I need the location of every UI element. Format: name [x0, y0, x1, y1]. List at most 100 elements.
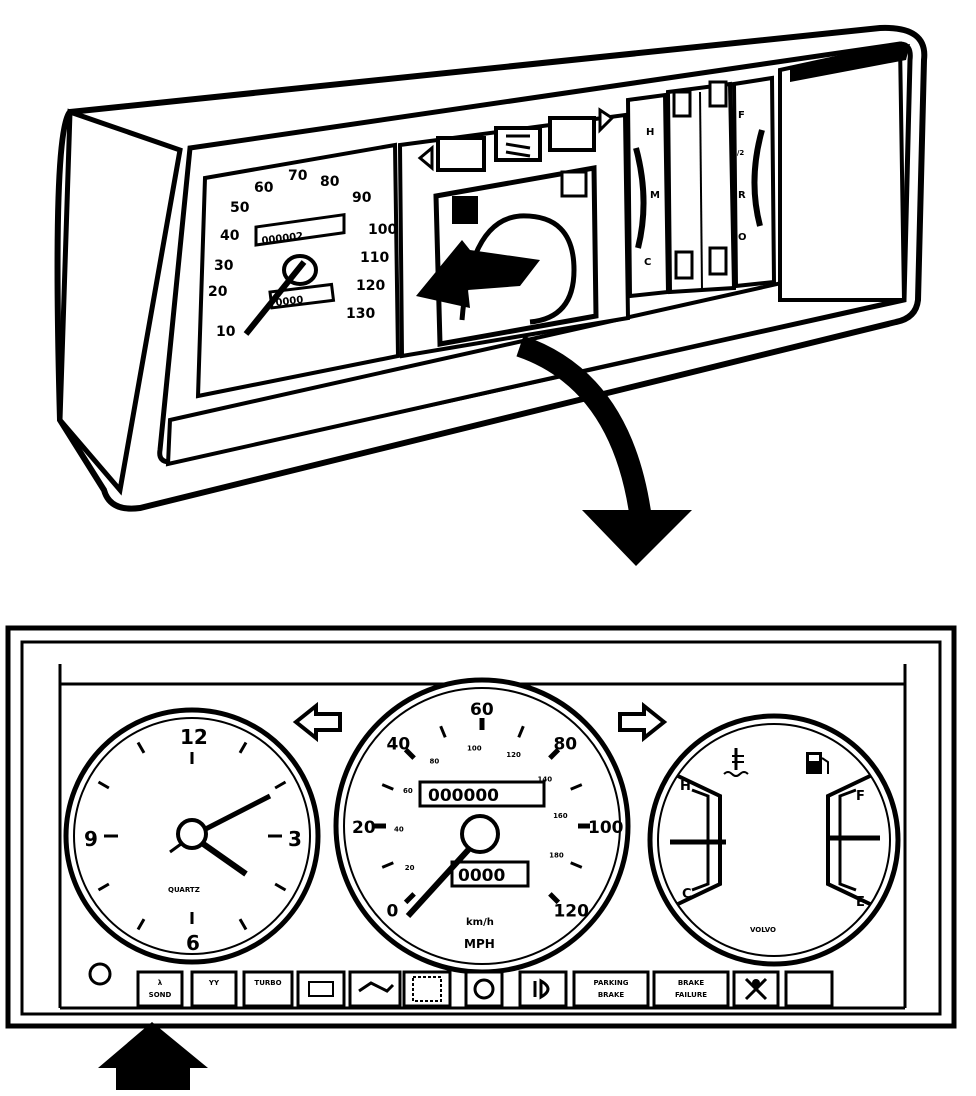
- trip-digits: 0000: [458, 866, 505, 886]
- speedometer-tick: [381, 861, 394, 869]
- speedometer-kmh-label-40: 40: [394, 826, 404, 834]
- top-fuel-label-half: 1/2: [732, 149, 744, 157]
- top-left-arrow-icon: [417, 144, 434, 172]
- clock-gauge: 12 3 6 9 QUARTZ: [63, 707, 321, 965]
- top-temp-label-m: M: [650, 190, 660, 201]
- turbo-icon: [242, 970, 294, 1008]
- right-turn-arrow-icon: [618, 701, 668, 743]
- combo-temp-label-c: C: [682, 887, 692, 902]
- warning-lamp-circle-warning: [464, 970, 504, 1008]
- trip-window: [450, 860, 530, 888]
- clock-numeral-12: 12: [180, 725, 208, 749]
- clock-tick: [238, 918, 248, 931]
- curved-arrow: [516, 335, 692, 566]
- clock-tick: [97, 882, 110, 892]
- top-right-arrow-icon: [598, 107, 615, 134]
- top-odometer-digits: 000002: [261, 231, 304, 247]
- left-turn-arrow-icon: [292, 701, 342, 743]
- top-speedometer-label-30: 30: [214, 258, 234, 274]
- clock-tick: [97, 780, 110, 790]
- warning-lamp-battery: [296, 970, 346, 1008]
- warning-lamp-seatbelt: [732, 970, 780, 1008]
- top-speedometer-needle: [243, 260, 307, 336]
- brake-failure-icon: [652, 970, 730, 1008]
- speedometer-kmh-label-120: 120: [506, 751, 521, 759]
- top-gauge-dial: [459, 213, 577, 325]
- speedometer-hub: [460, 814, 500, 854]
- top-fuel-label-r: R: [738, 190, 746, 201]
- top-odometer-window: [254, 212, 346, 247]
- trip-reset-knob[interactable]: [88, 962, 112, 986]
- clock-numeral-6: 6: [186, 931, 200, 955]
- combo-fuel-label-f: F: [856, 789, 865, 804]
- top-trip-digits: 0000: [275, 295, 304, 309]
- odometer-window: [418, 780, 546, 808]
- housing-left-side: [57, 108, 183, 496]
- combo-face: [657, 723, 891, 957]
- combo-brand: VOLVO: [750, 926, 776, 934]
- top-speedometer-label-70: 70: [288, 168, 308, 184]
- top-temp-arc: [633, 147, 647, 249]
- clock-brand: QUARTZ: [168, 886, 200, 894]
- clock-numeral-3: 3: [288, 827, 302, 851]
- warning-lamp-label: BRAKE: [678, 979, 705, 987]
- warning-lamp-label: FAILURE: [675, 991, 707, 999]
- clock-tick: [238, 741, 248, 754]
- hood-shadow: [790, 44, 910, 82]
- speedometer-kmh-label-160: 160: [553, 812, 568, 820]
- top-lamp-right: [548, 116, 596, 152]
- speedometer-tick: [548, 892, 561, 905]
- top-lamp-c: [674, 250, 694, 280]
- warning-lamp-label: PARKING: [594, 979, 629, 987]
- clock-tick: [274, 780, 287, 790]
- odometer-digits: 000000: [428, 786, 499, 806]
- blank-lamp-icon: [784, 970, 834, 1008]
- warning-lamp-parking-brake: PARKING BRAKE: [572, 970, 650, 1008]
- headlight-icon: [518, 970, 568, 1008]
- warning-lamp-headlight: [518, 970, 568, 1008]
- speedometer-kmh-label-140: 140: [537, 775, 552, 783]
- top-speedometer-label-130: 130: [346, 306, 375, 322]
- top-speedometer-label-20: 20: [208, 284, 228, 300]
- warning-lamp-blank-lamp: [784, 970, 834, 1008]
- speedometer-unit-mph: MPH: [464, 937, 495, 951]
- speedometer-mph-label-60: 60: [470, 700, 494, 720]
- warning-lamp-label: TURBO: [254, 979, 281, 987]
- curved-arrow-shaft: [516, 335, 651, 514]
- clock-hub: [176, 818, 208, 850]
- speedometer-tick: [403, 747, 416, 760]
- combo-temp-label-h: H: [680, 779, 691, 794]
- speedometer-kmh-label-180: 180: [549, 851, 564, 859]
- column-divider: [699, 91, 703, 291]
- battery-icon: [296, 970, 346, 1008]
- top-fuel-label-f: F: [738, 110, 745, 121]
- speedometer-kmh-label-60: 60: [403, 787, 413, 795]
- top-indicator-dark: [452, 196, 478, 224]
- top-speedometer-label-90: 90: [352, 190, 372, 206]
- fuel-pump-icon: [806, 752, 829, 774]
- speedometer-kmh-label-80: 80: [430, 757, 440, 765]
- top-indicator-square: [560, 170, 588, 198]
- circle-warning-icon: [464, 970, 504, 1008]
- bottom-pointer-arrow-icon: [98, 1022, 208, 1090]
- top-speedometer-label-100: 100: [368, 222, 397, 238]
- warning-lamp-turbo: TURBO: [242, 970, 294, 1008]
- top-lamp-b: [708, 80, 728, 108]
- speedometer-mph-label-40: 40: [387, 735, 411, 755]
- speedometer-mph-label-80: 80: [553, 735, 577, 755]
- warning-lamp-label: ΥΥ: [208, 979, 220, 987]
- warning-lamp-label: BRAKE: [598, 991, 625, 999]
- clock-tick: [136, 918, 146, 931]
- top-speedometer-label-50: 50: [230, 200, 250, 216]
- warning-lamp-glow-plug: ΥΥ: [190, 970, 238, 1008]
- oil-can-icon: [348, 970, 402, 1008]
- top-speedometer-label-110: 110: [360, 250, 389, 266]
- warning-lamp-label: λ: [158, 979, 163, 987]
- speedometer-tick: [403, 892, 416, 905]
- speedometer-unit-kmh: km/h: [466, 917, 494, 928]
